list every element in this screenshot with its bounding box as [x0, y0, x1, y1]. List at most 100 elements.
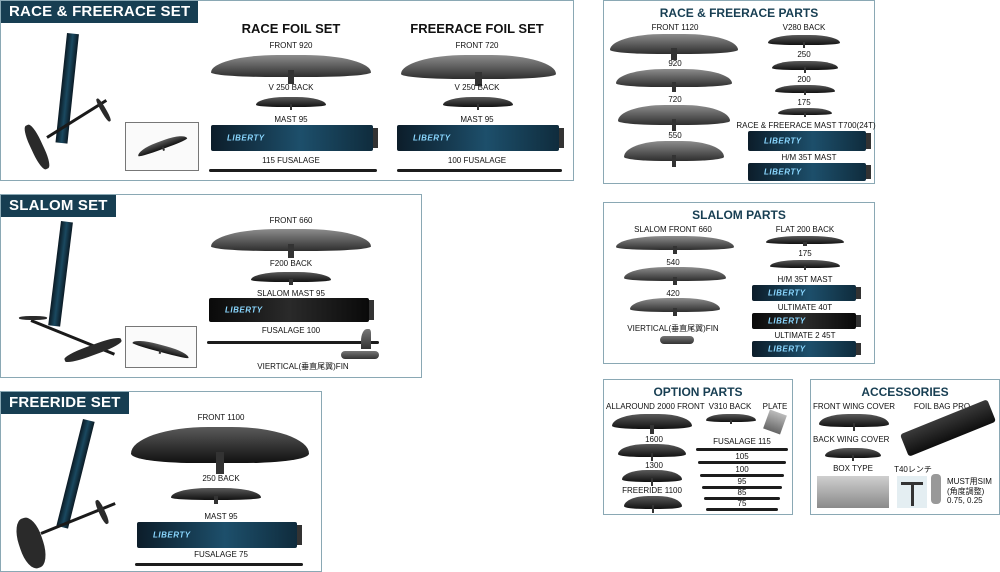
- race-assembled-front-wing: [21, 122, 53, 172]
- race-part-front-720: [618, 105, 730, 131]
- freerace-fuselage: [397, 169, 562, 172]
- slalom-part-mast-hm35t: LIBERTY: [752, 285, 861, 301]
- race-part-front-550: [624, 141, 724, 167]
- liberty-logo: LIBERTY: [768, 316, 806, 326]
- option-fuse-115: [696, 448, 788, 451]
- liberty-logo: LIBERTY: [153, 530, 191, 540]
- t40-wrench-label: T40レンチ: [894, 465, 932, 474]
- race-mast: LIBERTY: [211, 125, 378, 151]
- freerace-mast: LIBERTY: [397, 125, 564, 151]
- race-part-front-920: [616, 69, 732, 93]
- race-parts-title: RACE & FREERACE PARTS: [659, 6, 819, 20]
- freeride-set-tag: FREERIDE SET: [1, 392, 129, 414]
- slalom-part-mast-45t: LIBERTY: [752, 341, 861, 357]
- freerace-back-label: V 250 BACK: [454, 83, 500, 92]
- slalom-part-back-flat200: [766, 236, 844, 247]
- slalom-set-tag: SLALOM SET: [1, 195, 116, 217]
- option-fuse-75-label: 75: [737, 499, 747, 508]
- option-allaround-label: ALLAROUND 2000 FRONT: [606, 402, 705, 411]
- race-part-front-1120-label: FRONT 1120: [651, 23, 699, 32]
- shim-label-1: MUST用SIM: [947, 477, 992, 486]
- race-part-mast-hm35t: LIBERTY: [748, 163, 871, 181]
- slalom-fin-small: [361, 329, 371, 349]
- race-part-back-250-label: 250: [797, 50, 811, 59]
- option-freeride-label: FREERIDE 1100: [622, 486, 682, 495]
- freeride-mast: LIBERTY: [137, 522, 302, 548]
- freerace-front-label: FRONT 720: [455, 41, 499, 50]
- slalom-part-mast-45t-label: ULTIMATE 2 45T: [774, 331, 836, 340]
- race-part-back-175: [778, 108, 832, 118]
- race-part-back-250: [772, 61, 838, 73]
- option-parts-panel: OPTION PARTS ALLAROUND 2000 FRONT 1600 1…: [603, 379, 793, 515]
- race-part-back-200: [775, 85, 835, 96]
- slalom-part-fin: [660, 336, 694, 344]
- option-fuse-95: [702, 486, 782, 489]
- race-set-tag: RACE & FREERACE SET: [1, 1, 199, 23]
- option-front-1600: [618, 444, 686, 461]
- back-wing-cover: [825, 448, 881, 461]
- foil-bag-label: FOIL BAG PRO: [913, 402, 971, 411]
- slalom-wing-closeup: [125, 326, 197, 368]
- slalom-part-back-flat200-label: FLAT 200 BACK: [775, 225, 835, 234]
- slalom-fin-label: VIERTICAL(垂直尾翼)FIN: [257, 362, 349, 371]
- option-front-freeride-1100: [624, 496, 682, 513]
- race-fuselage: [209, 169, 377, 172]
- option-fuse-85-label: 85: [737, 488, 747, 497]
- option-fuse-85: [704, 497, 780, 500]
- freerace-mast-label: MAST 95: [460, 115, 494, 124]
- option-fuse-75: [706, 508, 778, 511]
- race-wing-closeup: [125, 122, 199, 171]
- slalom-part-front-540: [624, 267, 726, 286]
- race-mast-label: MAST 95: [274, 115, 308, 124]
- front-wing-cover: [819, 414, 889, 431]
- liberty-logo: LIBERTY: [227, 133, 265, 143]
- liberty-logo: LIBERTY: [768, 344, 806, 354]
- front-wing-cover-label: FRONT WING COVER: [813, 402, 896, 411]
- race-front-label: FRONT 920: [269, 41, 313, 50]
- option-plate: [763, 409, 787, 435]
- race-part-back-175-label: 175: [797, 98, 811, 107]
- race-front-wing: [211, 55, 371, 84]
- freeride-fuse-label: FUSALAGE 75: [194, 550, 248, 559]
- race-part-back-v280-label: V280 BACK: [782, 23, 826, 32]
- slalom-assembled-front-wing: [63, 335, 123, 365]
- freeride-assembled-front-wing: [11, 514, 51, 572]
- slalom-part-back-175: [770, 260, 840, 271]
- shim-label-2: (角度調整): [947, 487, 985, 496]
- option-1300-label: 1300: [645, 461, 663, 470]
- slalom-assembled-back-wing: [19, 316, 47, 320]
- freeride-back-label: 250 BACK: [202, 474, 240, 483]
- slalom-back-label: F200 BACK: [269, 259, 313, 268]
- slalom-front-label: FRONT 660: [269, 216, 313, 225]
- slalom-mast-label: SLALOM MAST 95: [257, 289, 325, 298]
- freeride-fuselage: [135, 563, 303, 566]
- option-front-1300: [622, 470, 682, 486]
- slalom-part-back-175-label: 175: [798, 249, 812, 258]
- slalom-part-front-540-label: 540: [666, 258, 680, 267]
- option-fuse-title: FUSALAGE 115: [713, 437, 771, 446]
- box-type-label: BOX TYPE: [833, 464, 873, 473]
- race-part-front-550-label: 550: [668, 131, 682, 140]
- slalom-assembled-mast: [48, 221, 73, 327]
- slalom-parts-title: SLALOM PARTS: [692, 208, 786, 222]
- liberty-logo: LIBERTY: [225, 305, 263, 315]
- race-part-mast-t700-label: RACE & FREERACE MAST T700(24T): [736, 121, 876, 130]
- race-fuse-label: 115 FUSALAGE: [262, 156, 320, 165]
- slalom-parts-panel: SLALOM PARTS SLALOM FRONT 660 540 420 VI…: [603, 202, 875, 364]
- slalom-front-wing: [211, 229, 371, 258]
- liberty-logo: LIBERTY: [413, 133, 451, 143]
- back-wing-cover-label: BACK WING COVER: [813, 435, 890, 444]
- slalom-part-front-420: [630, 298, 720, 317]
- slalom-part-mast-40t: LIBERTY: [752, 313, 861, 329]
- option-parts-title: OPTION PARTS: [653, 385, 743, 399]
- race-back-label: V 250 BACK: [268, 83, 314, 92]
- option-fuse-95-label: 95: [737, 477, 747, 486]
- race-part-front-920-label: 920: [668, 59, 682, 68]
- freeride-set-panel: FREERIDE SET FRONT 1100 250 BACK MAST 95…: [0, 391, 322, 572]
- freeride-back-wing: [171, 488, 261, 504]
- t40-wrench-image: [897, 476, 927, 508]
- slalom-part-mast-hm35t-label: H/M 35T MAST: [777, 275, 833, 284]
- slalom-part-front-660: [616, 236, 734, 255]
- slalom-part-front-420-label: 420: [666, 289, 680, 298]
- shim-image: [931, 474, 941, 504]
